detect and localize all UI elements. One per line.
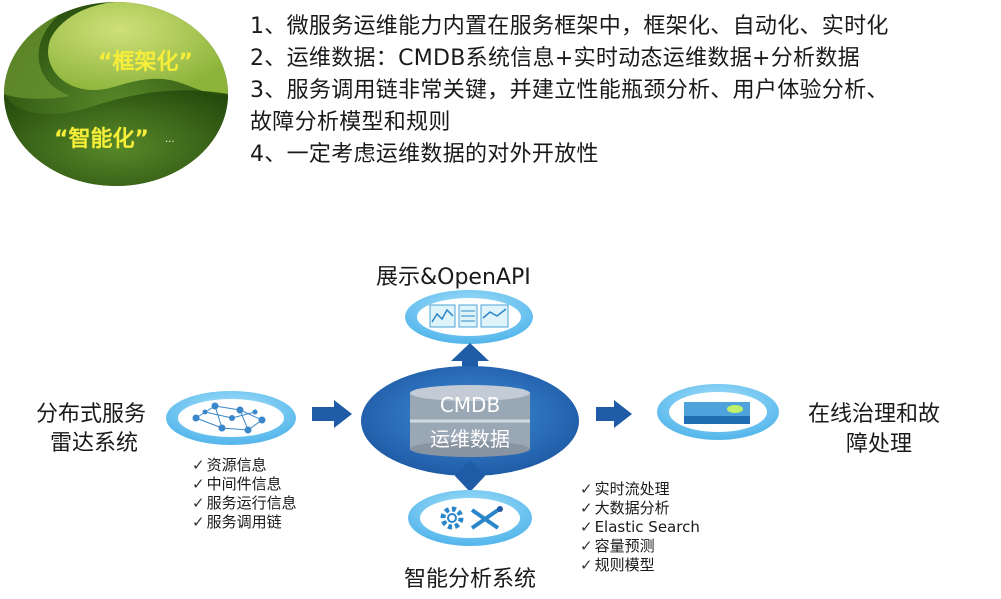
display-openapi-label: 展示&OpenAPI	[376, 265, 531, 290]
radar-checklist: ✓资源信息 ✓中间件信息 ✓服务运行信息 ✓服务调用链	[192, 456, 297, 532]
check-icon: ✓	[192, 494, 205, 512]
key-points: 1、微服务运维能力内置在服务框架中，框架化、自动化、实时化 2、运维数据：CMD…	[250, 12, 990, 172]
check-icon: ✓	[580, 499, 593, 517]
emblem: “框架化” “智能化” ...	[0, 0, 230, 190]
emblem-label-framework: “框架化”	[98, 50, 193, 75]
point-1: 1、微服务运维能力内置在服务框架中，框架化、自动化、实时化	[250, 14, 889, 39]
list-item: ✓实时流处理	[580, 480, 670, 498]
check-icon: ✓	[192, 456, 205, 474]
server-rack-icon	[684, 402, 750, 424]
check-icon: ✓	[580, 480, 593, 498]
cylinder-label-ops-data: 运维数据	[430, 427, 510, 451]
list-item: ✓中间件信息	[192, 475, 282, 493]
list-item: ✓容量预测	[580, 537, 655, 555]
list-item: ✓规则模型	[580, 556, 655, 574]
check-icon: ✓	[192, 513, 205, 531]
radar-system-node	[166, 391, 296, 445]
display-openapi-node	[405, 290, 533, 344]
point-2: 2、运维数据：CMDB系统信息+实时动态运维数据+分析数据	[250, 46, 860, 71]
cylinder-label-cmdb: CMDB	[439, 393, 501, 417]
point-3-continued: 故障分析模型和规则	[250, 110, 451, 135]
list-item: ✓大数据分析	[580, 499, 670, 517]
dashboard-icon	[429, 304, 509, 328]
point-3: 3、服务调用链非常关键，并建立性能瓶颈分析、用户体验分析、	[250, 78, 889, 103]
diamond-connector	[455, 460, 485, 492]
governance-label-line1: 在线治理和故	[808, 402, 941, 427]
network-graph-icon	[192, 402, 266, 434]
emblem-ellipsis: ...	[165, 134, 175, 145]
list-item: ✓资源信息	[192, 456, 267, 474]
analysis-system-label: 智能分析系统	[404, 567, 537, 592]
gear-and-tools-icon	[440, 506, 503, 530]
list-item: ✓服务运行信息	[192, 494, 297, 512]
check-icon: ✓	[580, 556, 593, 574]
governance-node	[657, 384, 779, 440]
check-icon: ✓	[580, 518, 593, 536]
analysis-system-node	[408, 490, 532, 546]
radar-system-label-line1: 分布式服务	[36, 402, 147, 427]
list-item: ✓服务调用链	[192, 513, 282, 531]
database-cylinder-icon	[410, 385, 530, 457]
list-item: ✓Elastic Search	[580, 518, 700, 536]
central-ops-data-node	[361, 366, 579, 476]
check-icon: ✓	[192, 475, 205, 493]
arrow-right-to-governance	[596, 400, 632, 428]
radar-system-label-line2: 雷达系统	[50, 431, 139, 456]
yin-yang-emblem-graphic	[3, 2, 229, 186]
emblem-label-intelligent: “智能化”	[54, 127, 149, 152]
governance-label-line2: 障处理	[846, 432, 913, 457]
analysis-checklist: ✓实时流处理 ✓大数据分析 ✓Elastic Search ✓容量预测 ✓规则模…	[580, 480, 700, 575]
check-icon: ✓	[580, 537, 593, 555]
point-4: 4、一定考虑运维数据的对外开放性	[250, 142, 599, 167]
arrow-right-to-center	[312, 400, 352, 428]
